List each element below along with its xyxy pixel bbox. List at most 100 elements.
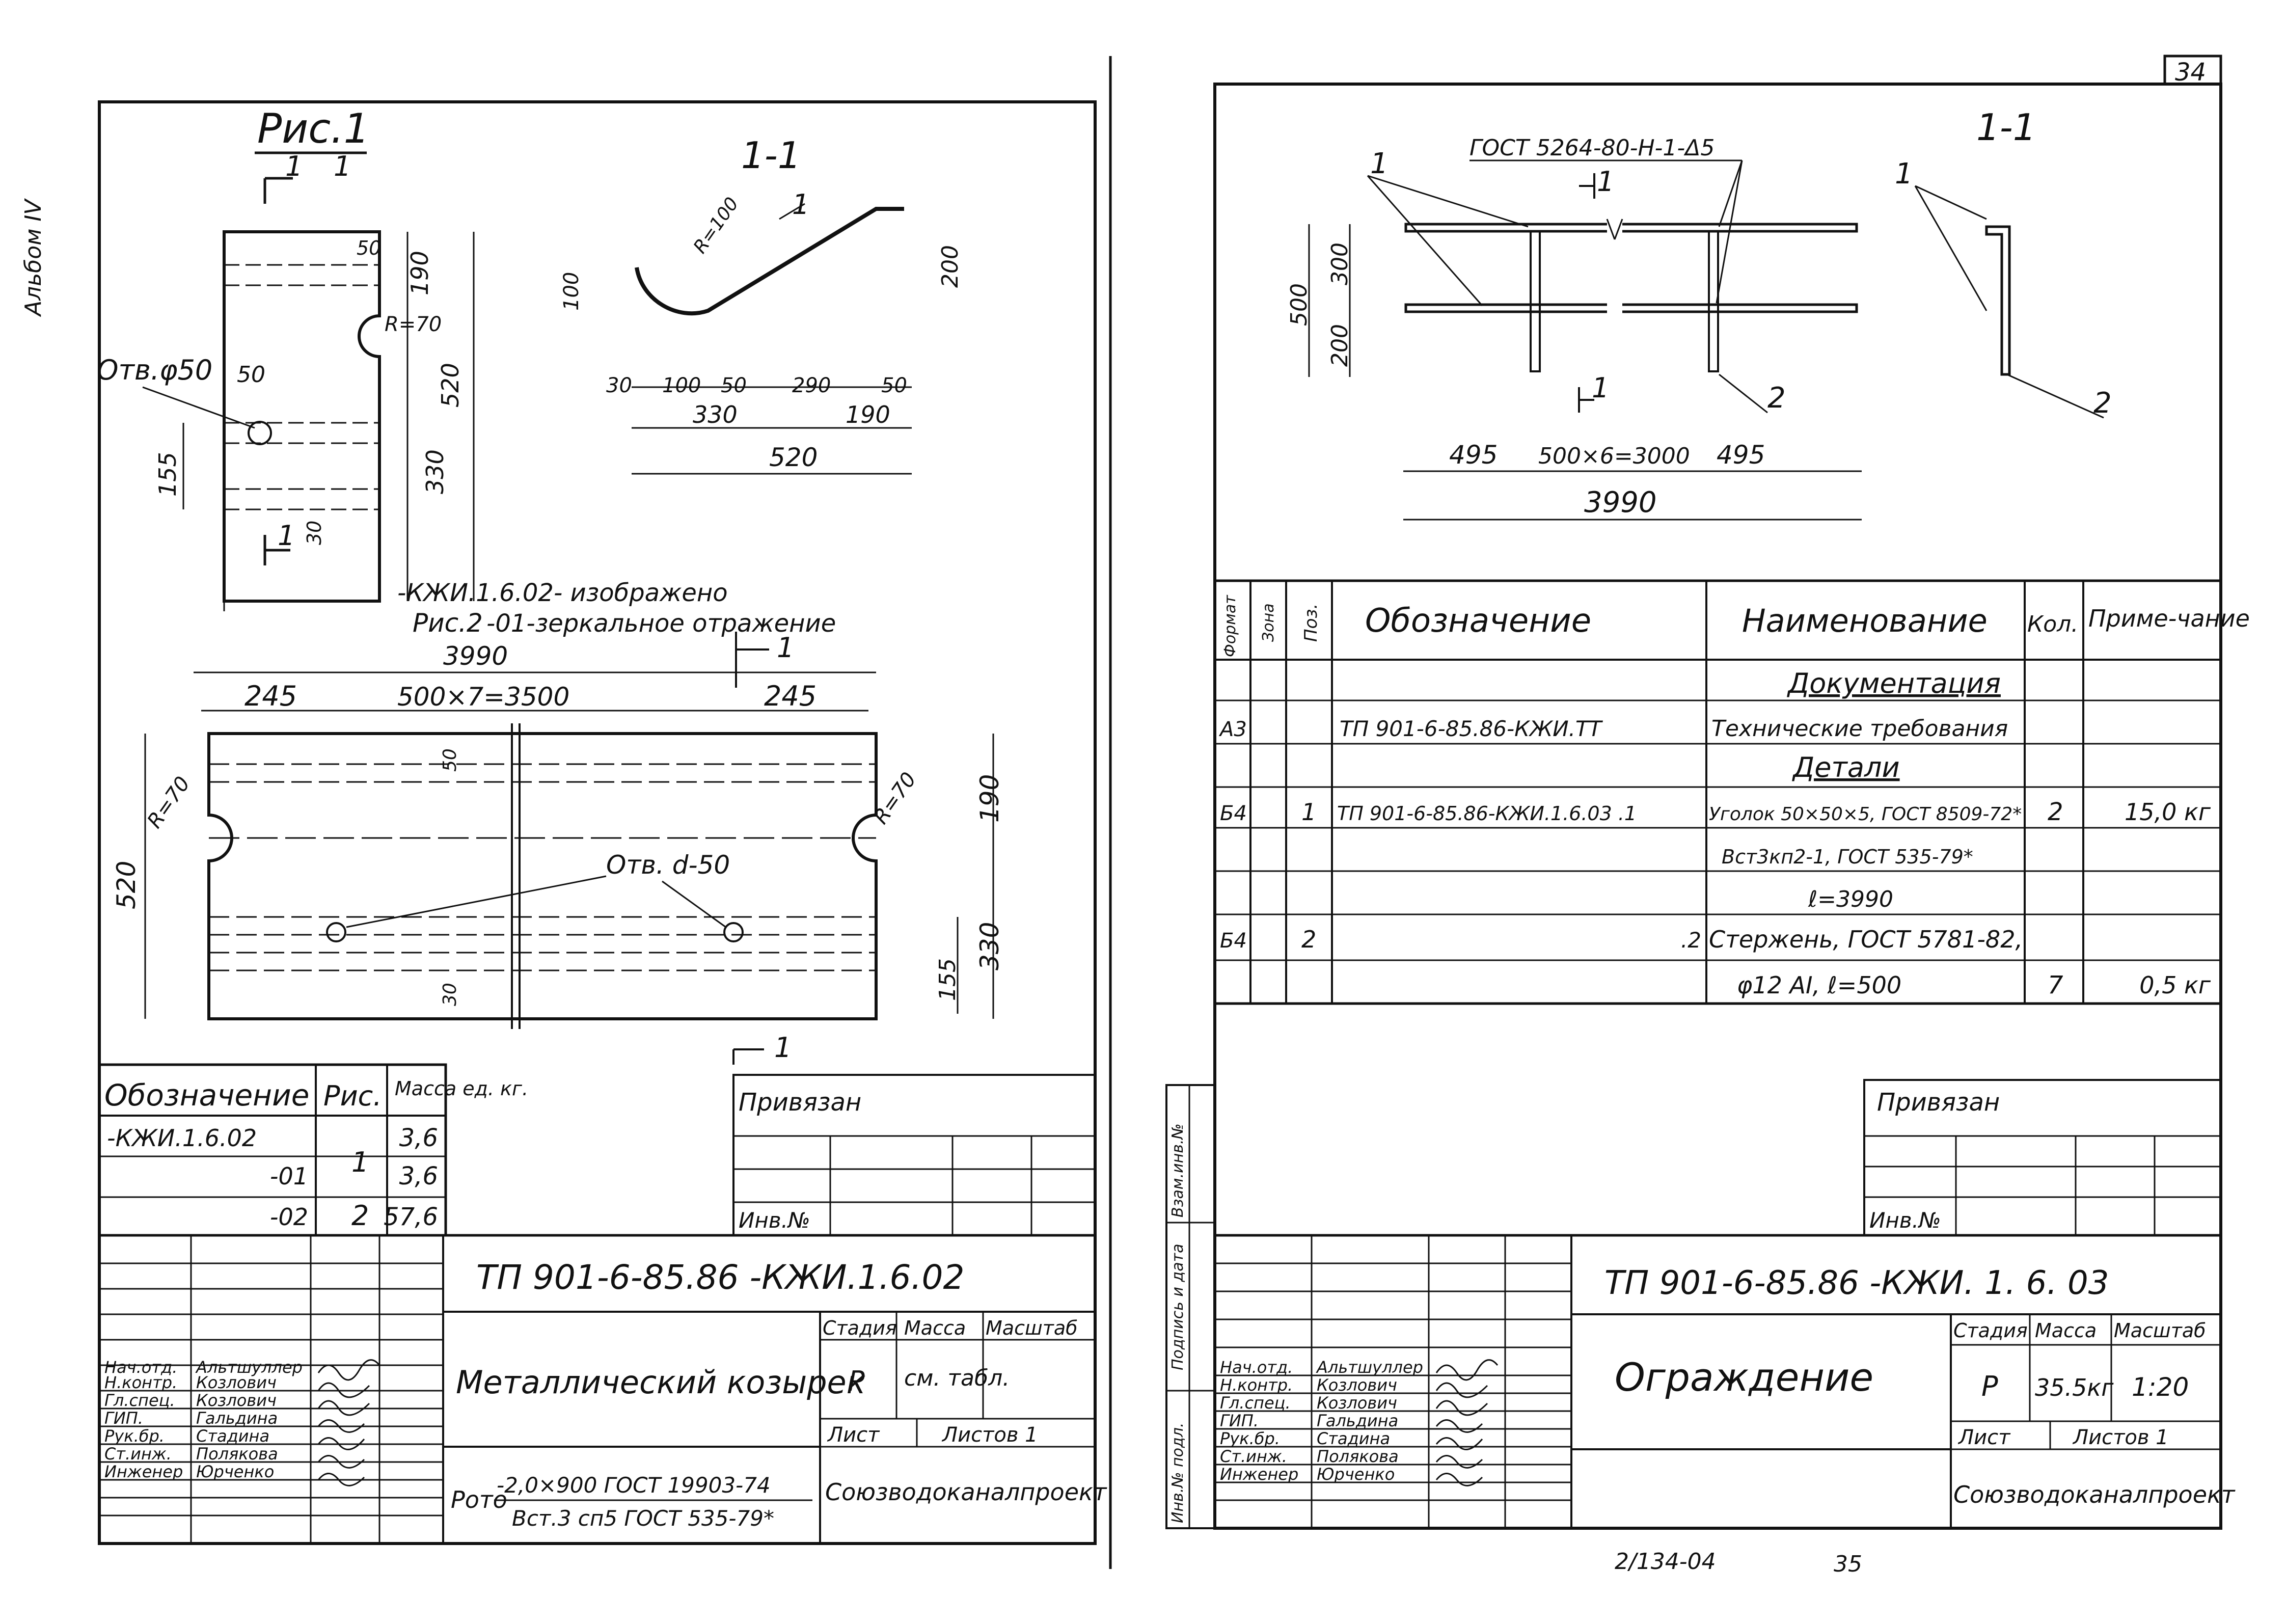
spec-row-0-name: Документация: [1787, 667, 2001, 699]
left-mass: см. табл.: [904, 1365, 1010, 1391]
spec-row-3-name: Уголок 50×50×5, ГОСТ 8509-72*: [1709, 804, 2022, 825]
right-sheets-h: Листов 1: [2072, 1426, 2169, 1449]
right-inv-no: Инв.№: [1869, 1208, 1941, 1233]
fig2-section-mark-top: 1: [777, 632, 794, 664]
fig1-profile: [635, 207, 904, 316]
right-signatures: [1435, 1359, 1499, 1381]
left-doc-code: ТП 901-6-85.86 -КЖИ.1.6.02: [476, 1258, 964, 1297]
spec-col-fmt: Формат: [1221, 594, 1239, 657]
left-stage: Р: [848, 1365, 865, 1397]
mass-row-1-fig: 1: [351, 1146, 369, 1178]
right-scale: 1:20: [2132, 1372, 2189, 1402]
fig1-s30: 30: [606, 374, 632, 397]
fig1-dim-155: 155: [154, 452, 181, 497]
fig1-plate: [223, 230, 381, 603]
spec-row-6-name: Стержень, ГОСТ 5781-82,: [1709, 926, 2023, 953]
right-pos1-left: 1: [1370, 147, 1389, 180]
spec-row-1-name: Технические требования: [1711, 716, 2008, 742]
fig1-dim-330: 330: [421, 449, 449, 494]
left-privyazan-box: Привязан Инв.№: [732, 1074, 1096, 1236]
right-gost-label: ГОСТ 5264-80-Н-1-Δ5: [1469, 135, 1715, 161]
right-dim-500: 500: [1286, 283, 1312, 326]
fig1-section-100: 100: [560, 272, 583, 311]
fig1-s330: 330: [693, 401, 738, 428]
fig1-s100: 100: [662, 374, 701, 397]
fig1-dim-30: 30: [303, 521, 325, 545]
right-person-0-name: Альтшуллер: [1316, 1358, 1423, 1377]
fig1-s520: 520: [769, 443, 818, 472]
fig1-section-r100: R=100: [690, 194, 743, 257]
fig2-dim-total: 3990: [443, 641, 508, 671]
fig1-s50a: 50: [721, 374, 747, 397]
fig1-dim-520: 520: [437, 363, 464, 408]
fig2-d520: 520: [112, 861, 141, 909]
right-dim-495a: 495: [1449, 440, 1498, 470]
right-person-6-name: Юрченко: [1317, 1465, 1395, 1484]
right-dim-200: 200: [1327, 324, 1353, 367]
mass-col-mass: Масса ед. кг.: [395, 1077, 528, 1100]
left-person-1-role: Н.контр.: [104, 1373, 177, 1392]
footer-page: 35: [1834, 1551, 1862, 1577]
fig2-d50: 50: [440, 748, 460, 772]
fig2-dim-a: 245: [244, 680, 297, 712]
right-person-2-name: Козлович: [1317, 1393, 1397, 1413]
fig2-title: Рис.2: [413, 608, 483, 638]
right-title-block: ТП 901-6-85.86 -КЖИ. 1. 6. 03 Ограждение…: [1213, 1234, 2236, 1530]
right-stage: Р: [1981, 1370, 1998, 1402]
right-section-mark-top: 1: [1597, 166, 1614, 198]
left-person-0-role: Нач.отд.: [104, 1358, 177, 1377]
left-person-4-name: Стадина: [196, 1426, 269, 1446]
right-dim-495b: 495: [1717, 440, 1765, 470]
mass-col-fig: Рис.: [323, 1080, 382, 1112]
side-label-2: Инв.№ подл.: [1169, 1423, 1187, 1523]
fig2: -КЖИ.1.6.02- изображено Рис.2 -01-зеркал…: [112, 579, 1004, 1065]
spec-row-1-code: ТП 901-6-85.86-КЖИ.ТТ: [1340, 716, 1603, 741]
spec-col-qty: Кол.: [2027, 611, 2078, 637]
fig1-dim-50: 50: [237, 362, 265, 388]
fig2-d30: 30: [440, 983, 460, 1006]
left-stage-h: Стадия: [823, 1317, 897, 1339]
left-title-block: ТП 901-6-85.86 -КЖИ.1.6.02 Металлический…: [98, 1234, 1107, 1545]
spec-row-6-pos: 2: [1301, 926, 1316, 953]
mass-row-0-mass: 3,6: [399, 1124, 438, 1152]
fig2-d190: 190: [975, 774, 1004, 823]
footer-code: 2/134-04: [1615, 1549, 1716, 1575]
right-person-4-name: Стадина: [1317, 1429, 1390, 1448]
right-person-3-role: ГИП.: [1220, 1411, 1259, 1430]
right-person-5-name: Полякова: [1317, 1447, 1399, 1466]
fig2-plate: [207, 732, 878, 1020]
fig1-hole-label: Отв.φ50: [97, 354, 212, 386]
left-privyazan: Привязан: [739, 1088, 861, 1117]
right-person-6-role: Инженер: [1220, 1465, 1298, 1484]
spec-col-code: Обозначение: [1365, 602, 1591, 640]
mass-col-code: Обозначение: [104, 1078, 309, 1113]
fig1-plan: Рис.1 1 1 Отв.φ50 50 50 R=70 190 330 520: [97, 105, 475, 611]
mass-table: Обозначение Рис. Масса ед. кг. -КЖИ.1.6.…: [98, 1063, 528, 1237]
right-doc-code: ТП 901-6-85.86 -КЖИ. 1. 6. 03: [1604, 1264, 2109, 1302]
mass-row-1-mass: 3,6: [399, 1162, 438, 1190]
spec-row-3-code: ТП 901-6-85.86-КЖИ.1.6.03 .1: [1337, 802, 1637, 825]
left-sheet-h: Лист: [827, 1423, 880, 1447]
fig2-hole-right: [723, 922, 744, 942]
fig1-section: 1-1 1 R=100 100 200 30 100 50 290 50 330…: [560, 134, 963, 475]
left-person-3-name: Гальдина: [196, 1409, 278, 1428]
left-signatures: [317, 1359, 380, 1381]
spec-row-5-name: ℓ=3990: [1808, 886, 1893, 912]
mass-row-0-code: -КЖИ.1.6.02: [107, 1124, 257, 1152]
left-material-1: -2,0×900 ГОСТ 19903-74: [497, 1473, 771, 1498]
fig1-r70: R=70: [385, 313, 442, 336]
left-person-2-role: Гл.спец.: [104, 1391, 175, 1410]
fig1-section-pos: 1: [792, 188, 809, 221]
left-person-4-role: Рук.бр.: [104, 1426, 165, 1446]
left-org: Союзводоканалпроект: [825, 1478, 1107, 1506]
side-label-1: Подпись и дата: [1169, 1244, 1187, 1371]
left-sheets-h: Листов 1: [941, 1423, 1038, 1447]
side-strip: Взам.инв.№ Подпись и дата Инв.№ подл.: [1165, 1084, 1216, 1529]
left-person-1-name: Козлович: [196, 1373, 277, 1392]
right-privyazan: Привязан: [1877, 1088, 2000, 1117]
right-mass: 35.5кг: [2035, 1374, 2114, 1401]
fig2-dim-mid: 500×7=3500: [397, 682, 569, 712]
left-scale-h: Масштаб: [986, 1317, 1078, 1339]
